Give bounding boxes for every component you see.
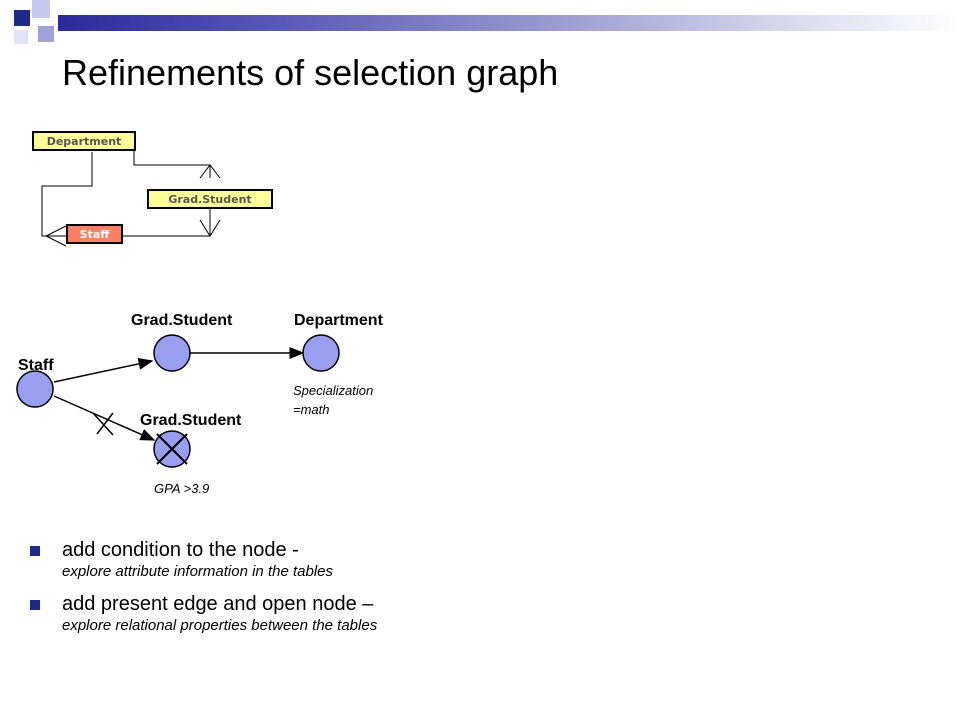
label-grad-student-top: Grad.Student bbox=[131, 312, 233, 329]
department-condition-line2: =math bbox=[293, 402, 330, 417]
fork-gradstudent-top bbox=[199, 164, 221, 179]
schema-department-box: Department bbox=[32, 131, 136, 151]
absent-edge-cross-2 bbox=[96, 412, 114, 435]
header-gradient-bar bbox=[58, 15, 960, 31]
schema-staff-box: Staff bbox=[66, 224, 123, 244]
schema-grad-student-box: Grad.Student bbox=[147, 189, 273, 209]
grad-student-condition: GPA >3.9 bbox=[154, 481, 210, 496]
bullet-item: add condition to the node - explore attr… bbox=[30, 538, 377, 582]
edge-staff-gradstudent bbox=[53, 357, 154, 383]
fork-gradstudent-bottom bbox=[199, 219, 221, 237]
node-department bbox=[302, 334, 340, 372]
connector-gradstudent-staff bbox=[123, 208, 211, 237]
bullet-sub-text: explore relational properties between th… bbox=[62, 617, 378, 634]
label-grad-student-bottom: Grad.Student bbox=[140, 412, 242, 429]
bullet-item: add present edge and open node – explore… bbox=[30, 592, 377, 636]
node-grad-student-top bbox=[153, 334, 191, 372]
decorative-square-navy bbox=[14, 10, 30, 26]
decorative-square-pale bbox=[14, 30, 28, 44]
bullet-square-icon bbox=[30, 600, 40, 610]
connector-department-gradstudent bbox=[133, 141, 211, 178]
bullet-main-text: add present edge and open node – bbox=[62, 593, 374, 615]
absent-edge-cross-1 bbox=[92, 412, 114, 436]
schema-connectors bbox=[41, 141, 221, 247]
label-department: Department bbox=[294, 312, 383, 329]
node-staff bbox=[16, 370, 54, 408]
decorative-square-light bbox=[32, 0, 50, 18]
connector-department-staff bbox=[41, 152, 93, 237]
label-staff: Staff bbox=[18, 357, 54, 374]
bullet-main-text: add condition to the node - bbox=[62, 539, 299, 561]
fork-staff-left bbox=[44, 225, 67, 247]
bullet-list: add condition to the node - explore attr… bbox=[30, 538, 377, 646]
node-closed-cross-2 bbox=[156, 433, 188, 465]
selection-graph bbox=[16, 334, 340, 468]
edge-staff-gradstudent-absent bbox=[53, 395, 156, 441]
slide-title: Refinements of selection graph bbox=[62, 52, 559, 93]
decorative-square-mid bbox=[38, 26, 54, 42]
department-condition: Specialization =math bbox=[293, 381, 373, 419]
bullet-square-icon bbox=[30, 546, 40, 556]
bullet-sub-text: explore attribute information in the tab… bbox=[62, 563, 333, 580]
department-condition-line1: Specialization bbox=[293, 383, 374, 398]
